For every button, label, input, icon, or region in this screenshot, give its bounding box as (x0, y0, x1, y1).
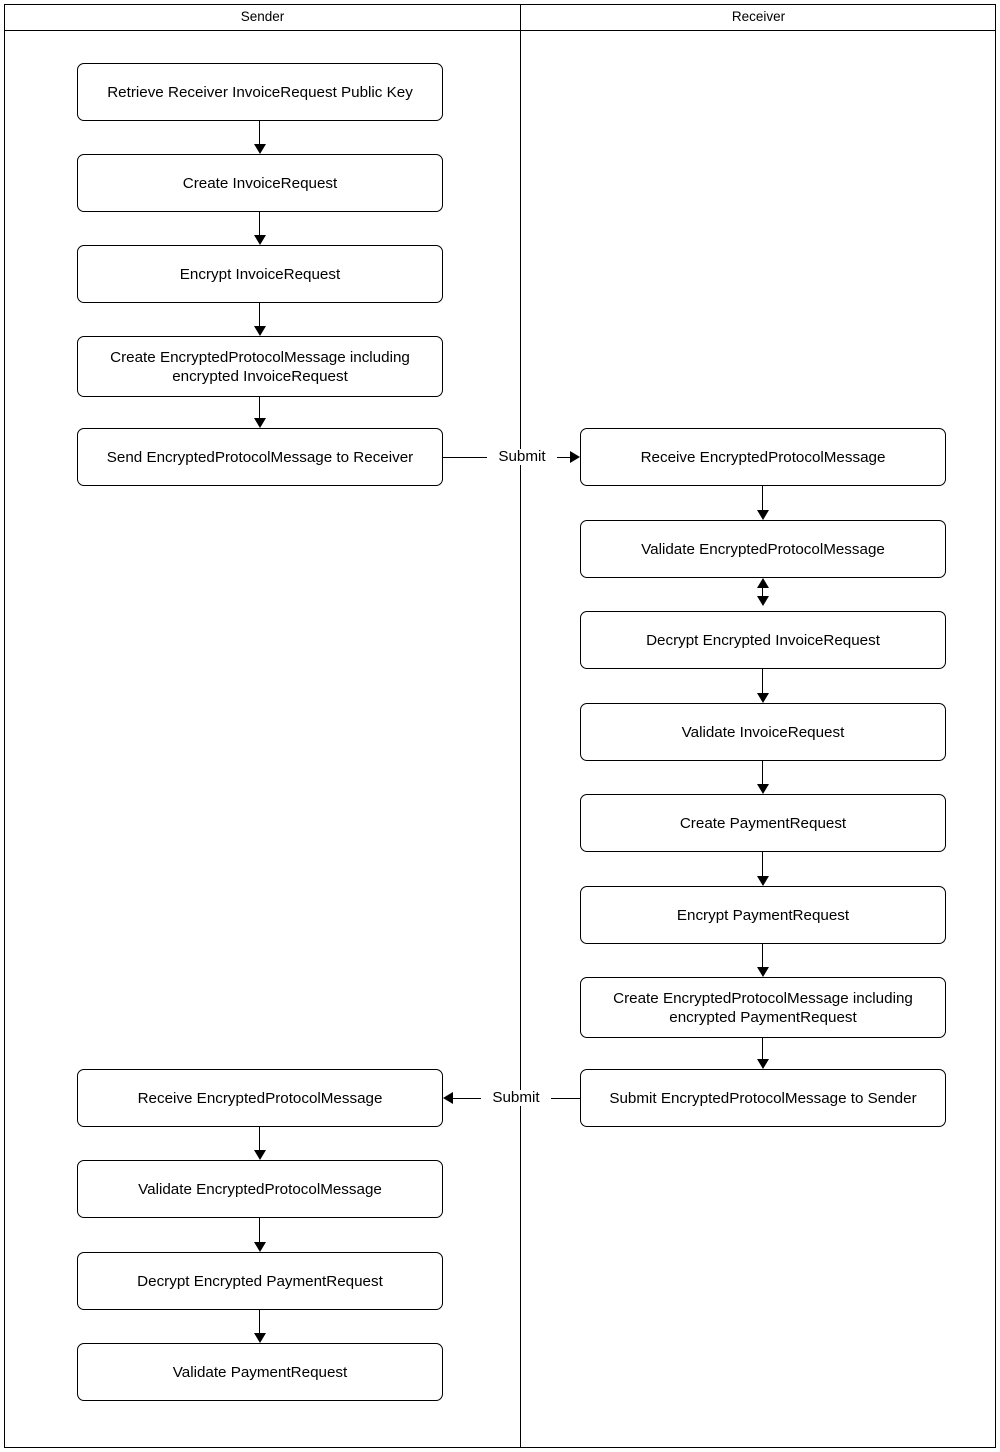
node-label: Retrieve Receiver InvoiceRequest Public … (107, 83, 413, 101)
arrow-down-icon (254, 326, 266, 336)
connector-line (762, 761, 763, 784)
arrow-down-icon (757, 693, 769, 703)
connector-line (762, 586, 763, 596)
arrow-down-icon (254, 235, 266, 245)
arrow-left-icon (443, 1092, 453, 1104)
node-create-encryptedprotocolmessage-paymentrequest[interactable]: Create EncryptedProtocolMessage includin… (580, 977, 946, 1038)
lane-title-receiver: Receiver (731, 9, 786, 24)
connector-line (259, 212, 260, 235)
node-label: Create EncryptedProtocolMessage includin… (613, 989, 913, 1027)
node-label: Create PaymentRequest (679, 814, 847, 832)
node-label: Validate PaymentRequest (172, 1363, 348, 1381)
lane-title-sender: Sender (240, 9, 285, 24)
node-label-line2: encrypted InvoiceRequest (172, 367, 348, 385)
node-label: Validate EncryptedProtocolMessage (138, 1180, 382, 1198)
connector-line (259, 303, 260, 326)
node-label-line1: Create EncryptedProtocolMessage includin… (110, 348, 410, 366)
node-label: Receive EncryptedProtocolMessage (640, 448, 886, 466)
node-retrieve-receiver-invoicerequest-public-key[interactable]: Retrieve Receiver InvoiceRequest Public … (77, 63, 443, 121)
edge-label-submit-to-sender: Submit (481, 1090, 551, 1106)
node-decrypt-encrypted-invoicerequest[interactable]: Decrypt Encrypted InvoiceRequest (580, 611, 946, 669)
arrow-down-icon (757, 784, 769, 794)
node-validate-encryptedprotocolmessage-sender[interactable]: Validate EncryptedProtocolMessage (77, 1160, 443, 1218)
arrow-down-icon (757, 510, 769, 520)
connector-line (259, 397, 260, 418)
arrow-down-icon (254, 144, 266, 154)
node-validate-encryptedprotocolmessage-receiver[interactable]: Validate EncryptedProtocolMessage (580, 520, 946, 578)
connector-line (259, 1127, 260, 1150)
node-label: Send EncryptedProtocolMessage to Receive… (106, 448, 414, 466)
connector-line (762, 1038, 763, 1059)
connector-line (762, 486, 763, 510)
arrow-right-icon (570, 451, 580, 463)
arrow-down-icon (254, 1242, 266, 1252)
node-send-encryptedprotocolmessage-to-receiver[interactable]: Send EncryptedProtocolMessage to Receive… (77, 428, 443, 486)
node-label: Encrypt InvoiceRequest (179, 265, 341, 283)
arrow-up-icon (757, 578, 769, 588)
node-receive-encryptedprotocolmessage-receiver[interactable]: Receive EncryptedProtocolMessage (580, 428, 946, 486)
arrow-down-icon (254, 1150, 266, 1160)
node-create-encryptedprotocolmessage-invoicerequest[interactable]: Create EncryptedProtocolMessage includin… (77, 336, 443, 397)
arrow-down-icon (254, 418, 266, 428)
node-label: Decrypt Encrypted InvoiceRequest (646, 631, 880, 649)
node-create-invoicerequest[interactable]: Create InvoiceRequest (77, 154, 443, 212)
node-encrypt-invoicerequest[interactable]: Encrypt InvoiceRequest (77, 245, 443, 303)
swimlane-outer-border (4, 4, 996, 1448)
node-submit-encryptedprotocolmessage-to-sender[interactable]: Submit EncryptedProtocolMessage to Sende… (580, 1069, 946, 1127)
node-validate-invoicerequest[interactable]: Validate InvoiceRequest (580, 703, 946, 761)
arrow-down-icon (757, 876, 769, 886)
connector-line (762, 669, 763, 693)
node-label: Validate EncryptedProtocolMessage (641, 540, 885, 558)
node-encrypt-paymentrequest[interactable]: Encrypt PaymentRequest (580, 886, 946, 944)
node-label-line1: Create EncryptedProtocolMessage includin… (613, 989, 913, 1007)
swimlane-header-rule (4, 30, 996, 31)
node-create-paymentrequest[interactable]: Create PaymentRequest (580, 794, 946, 852)
node-label: Create EncryptedProtocolMessage includin… (110, 348, 410, 386)
connector-line (259, 1218, 260, 1242)
arrow-down-icon (254, 1333, 266, 1343)
connector-line (762, 852, 763, 876)
connector-line (762, 944, 763, 967)
node-label: Validate InvoiceRequest (681, 723, 845, 741)
arrow-down-icon (757, 967, 769, 977)
connector-line (259, 121, 260, 144)
swimlane-vertical-divider (520, 4, 521, 1448)
node-label: Create InvoiceRequest (182, 174, 338, 192)
arrow-down-icon (757, 596, 769, 606)
node-label: Submit EncryptedProtocolMessage to Sende… (609, 1089, 917, 1107)
node-label: Receive EncryptedProtocolMessage (137, 1089, 383, 1107)
node-receive-encryptedprotocolmessage-sender[interactable]: Receive EncryptedProtocolMessage (77, 1069, 443, 1127)
node-label: Decrypt Encrypted PaymentRequest (137, 1272, 383, 1290)
node-decrypt-encrypted-paymentrequest[interactable]: Decrypt Encrypted PaymentRequest (77, 1252, 443, 1310)
node-label-line2: encrypted PaymentRequest (669, 1008, 857, 1026)
node-validate-paymentrequest[interactable]: Validate PaymentRequest (77, 1343, 443, 1401)
edge-label-submit-to-receiver: Submit (487, 449, 557, 465)
arrow-down-icon (757, 1059, 769, 1069)
connector-line (259, 1310, 260, 1333)
node-label: Encrypt PaymentRequest (676, 906, 850, 924)
